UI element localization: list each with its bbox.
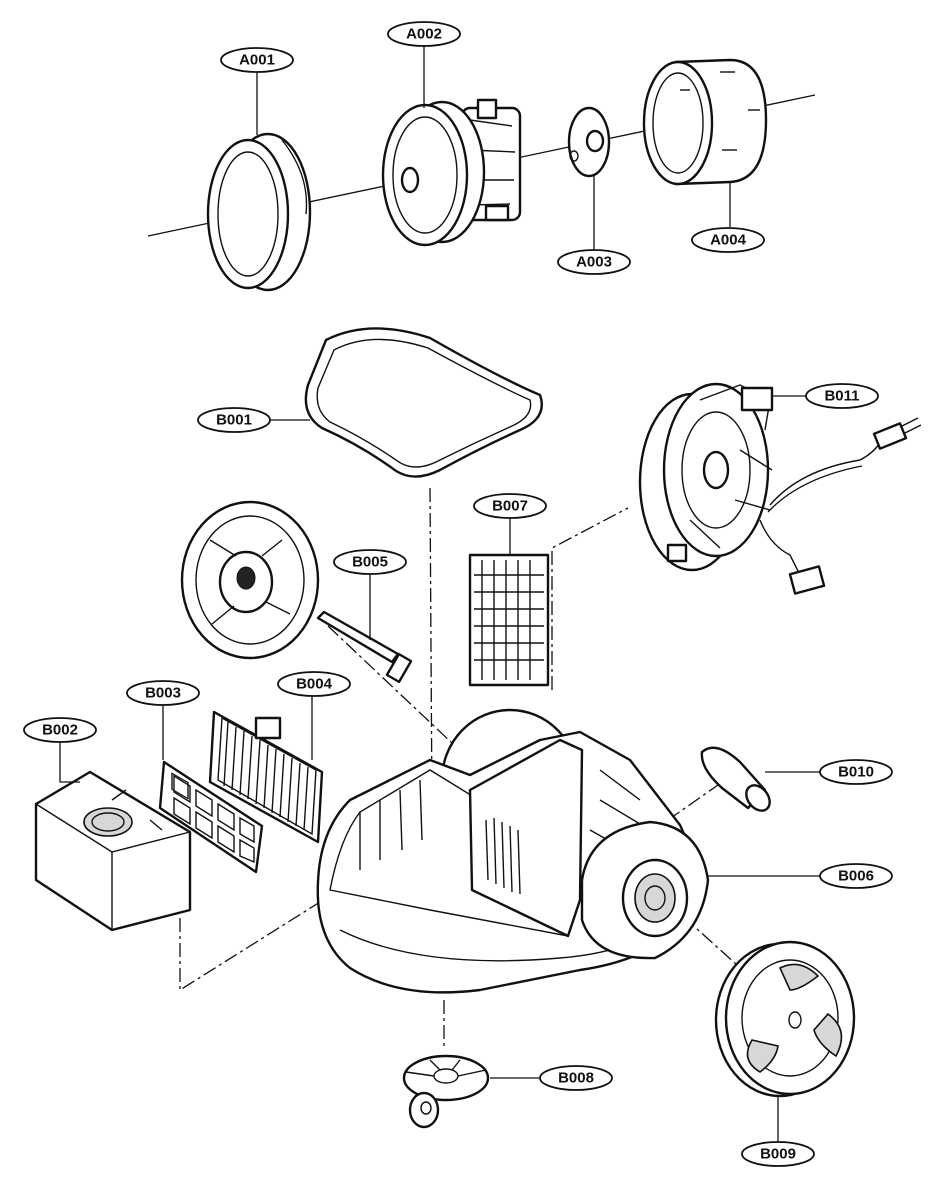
assembly-guide-lines <box>179 487 749 1050</box>
callout-b001: B001 <box>197 407 271 433</box>
callout-b006-text: B006 <box>838 868 874 885</box>
callout-a004-text: A004 <box>710 232 747 249</box>
callout-a002-text: A002 <box>406 26 442 43</box>
callout-b005-text: B005 <box>352 554 388 571</box>
part-b008-caster[interactable] <box>402 1054 490 1129</box>
callout-a004: A004 <box>691 227 765 253</box>
callout-b010-text: B010 <box>838 764 874 781</box>
part-b006-side-hub[interactable] <box>580 820 710 960</box>
callout-b010: B010 <box>819 759 893 785</box>
callout-a002: A002 <box>387 21 461 47</box>
part-b005-rod[interactable] <box>316 610 413 684</box>
part-b009-wheel[interactable] <box>714 940 856 1098</box>
part-a003-washer[interactable] <box>567 106 611 178</box>
callout-b001-text: B001 <box>216 412 252 429</box>
callout-b004-text: B004 <box>296 676 333 693</box>
callout-b008: B008 <box>539 1065 613 1091</box>
callout-b009-text: B009 <box>760 1146 796 1163</box>
part-b007-grid-filter[interactable] <box>468 553 550 687</box>
part-a001-ring[interactable] <box>206 132 312 292</box>
part-a002-motor[interactable] <box>381 98 522 247</box>
part-b011-cord-reel[interactable] <box>638 382 922 595</box>
part-b002-filter-housing[interactable] <box>34 770 192 932</box>
callout-b011-text: B011 <box>824 388 859 405</box>
callout-a001: A001 <box>220 47 294 73</box>
callout-b007: B007 <box>473 493 547 519</box>
callout-b009: B009 <box>741 1141 815 1167</box>
callout-b008-text: B008 <box>558 1070 594 1087</box>
callout-b004: B004 <box>277 671 351 697</box>
part-b001-gasket[interactable] <box>304 327 543 478</box>
callout-b007-text: B007 <box>492 498 528 515</box>
part-b004-pleated-filter[interactable] <box>208 710 324 844</box>
callout-a003-text: A003 <box>576 254 612 271</box>
part-b010-nozzle[interactable] <box>700 746 775 815</box>
callout-a001-text: A001 <box>239 52 275 69</box>
callout-b011: B011 <box>805 383 879 409</box>
callout-b006: B006 <box>819 863 893 889</box>
part-a004-motor-cover[interactable] <box>642 58 768 186</box>
callout-b002-text: B002 <box>42 722 78 739</box>
callout-b003-text: B003 <box>145 685 181 702</box>
callout-b003: B003 <box>126 680 200 706</box>
callout-b002: B002 <box>23 717 97 743</box>
callout-b005: B005 <box>333 549 407 575</box>
leader-lines <box>59 44 820 1142</box>
callout-a003: A003 <box>557 249 631 275</box>
part-b003-flat-filter[interactable] <box>158 760 264 874</box>
part-rear-wheel[interactable] <box>180 500 320 660</box>
